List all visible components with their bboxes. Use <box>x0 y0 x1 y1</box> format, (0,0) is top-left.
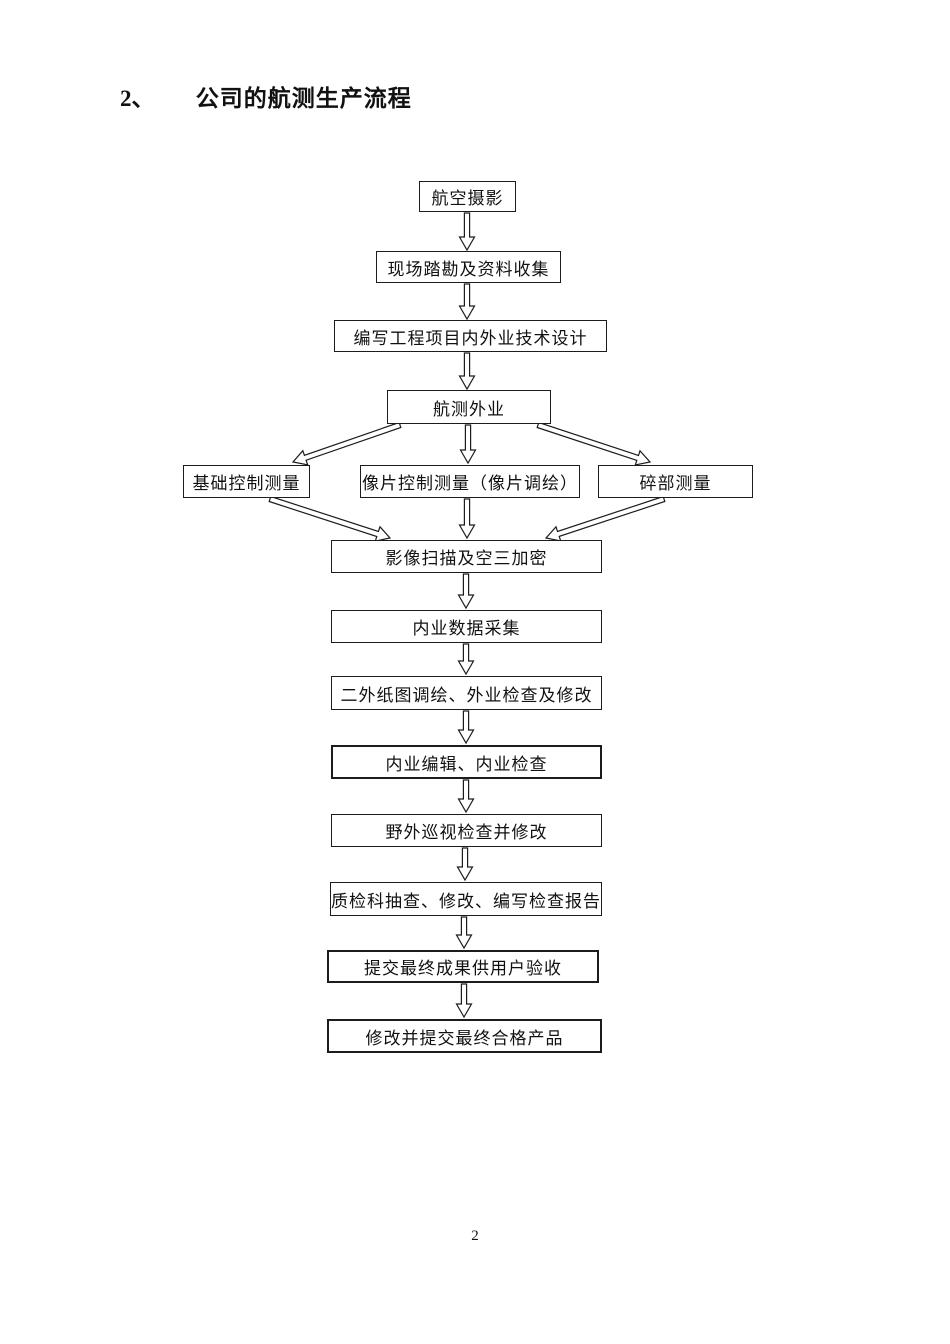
node-field-annotation-check: 二外纸图调绘、外业检查及修改 <box>331 676 602 710</box>
node-indoor-edit-check: 内业编辑、内业检查 <box>331 745 602 779</box>
flow-arrow <box>268 495 392 542</box>
node-submit-final-results: 提交最终成果供用户验收 <box>327 950 599 983</box>
node-quality-inspection: 质检科抽查、修改、编写检查报告 <box>330 882 602 916</box>
flow-arrow <box>536 421 652 466</box>
flow-arrow <box>458 498 476 540</box>
flow-arrow <box>457 573 475 610</box>
node-image-scan-triangulation: 影像扫描及空三加密 <box>331 540 602 573</box>
node-detail-survey: 碎部测量 <box>598 465 753 498</box>
node-indoor-data-collection: 内业数据采集 <box>331 610 602 643</box>
flow-arrow <box>457 779 475 814</box>
node-photo-control-survey: 像片控制测量（像片调绘） <box>360 465 580 498</box>
flow-arrow <box>457 710 475 745</box>
flow-arrow <box>458 283 476 321</box>
flow-arrow <box>455 916 473 950</box>
node-basic-control-survey: 基础控制测量 <box>183 465 310 498</box>
flow-arrow <box>458 352 476 391</box>
node-submit-qualified-product: 修改并提交最终合格产品 <box>327 1019 602 1053</box>
flow-arrow <box>458 212 476 252</box>
page-number: 2 <box>471 1228 479 1244</box>
flow-arrow <box>544 495 666 542</box>
section-heading: 2、 公司的航测生产流程 <box>120 84 412 114</box>
heading-number: 2、 <box>120 86 155 111</box>
node-field-patrol-check: 野外巡视检查并修改 <box>331 814 602 847</box>
node-aerial-field-work: 航测外业 <box>387 390 551 424</box>
node-technical-design: 编写工程项目内外业技术设计 <box>334 320 607 352</box>
node-site-reconnaissance: 现场踏勘及资料收集 <box>376 251 561 283</box>
flow-arrow <box>457 643 475 676</box>
flow-arrow <box>456 847 474 882</box>
flow-arrow <box>455 983 473 1019</box>
heading-text: 公司的航测生产流程 <box>195 86 412 111</box>
flow-arrow <box>459 424 477 465</box>
flow-arrow <box>291 421 402 466</box>
node-aerial-photography: 航空摄影 <box>419 181 516 212</box>
